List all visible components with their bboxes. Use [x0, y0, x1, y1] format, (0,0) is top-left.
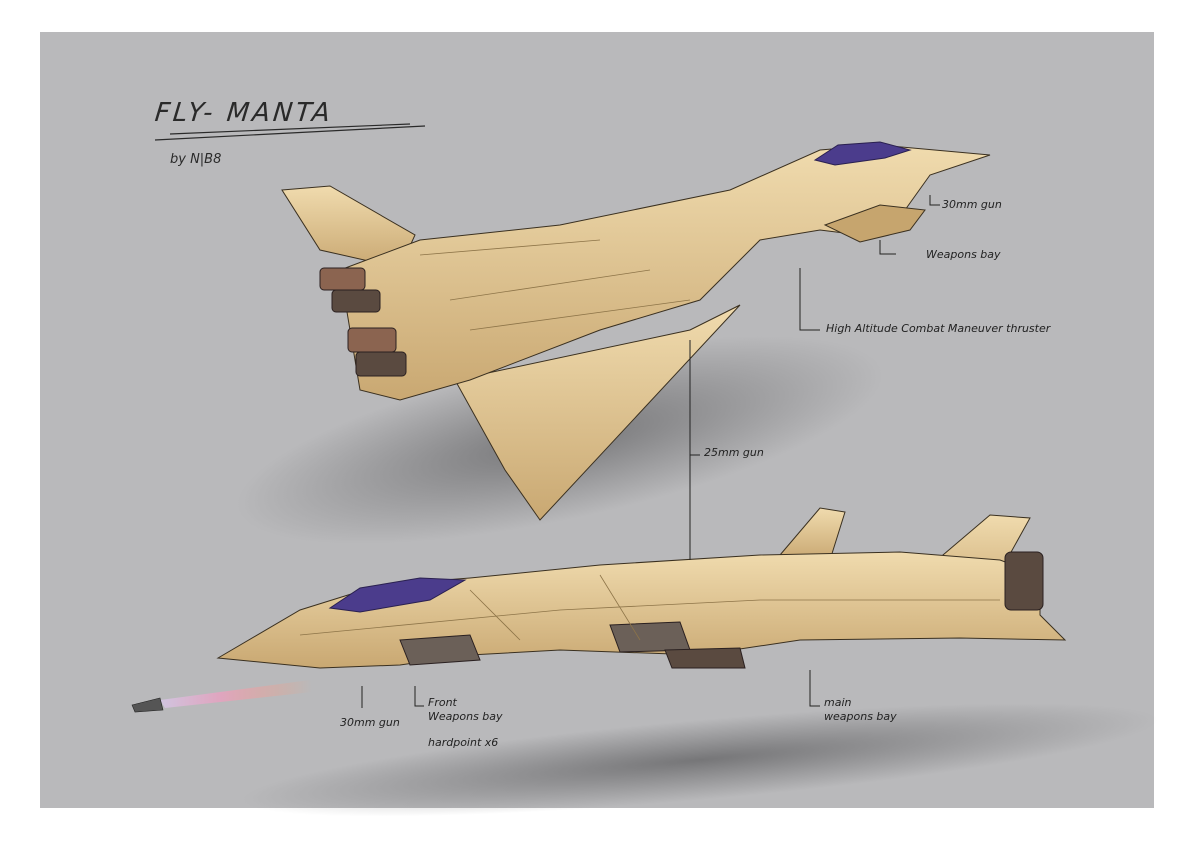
label-thruster: High Altitude Combat Maneuver thruster	[826, 322, 1051, 335]
missile-with-trail	[131, 680, 312, 713]
shadow-bottom-aircraft	[241, 703, 1159, 817]
label-main-bay-line2: weapons bay	[824, 710, 897, 723]
top-aircraft-view	[281, 141, 991, 521]
label-30mm-gun-top: 30mm gun	[942, 198, 1002, 211]
label-main-bay-line1: main	[824, 696, 852, 709]
label-25mm-gun: 25mm gun	[704, 446, 764, 459]
page-title: FLY- MANTA	[153, 98, 335, 128]
label-weapons-bay-top: Weapons bay	[926, 248, 1001, 261]
label-front-bay-line2: Weapons bay	[428, 710, 503, 723]
label-hardpoint: hardpoint x6	[428, 736, 499, 749]
label-front-bay-line1: Front	[428, 696, 457, 709]
callout-lines	[361, 195, 940, 708]
title-underline	[154, 123, 426, 141]
bottom-aircraft-view	[216, 507, 1067, 669]
author-signature: by N|B8	[170, 152, 222, 167]
label-30mm-gun-bottom: 30mm gun	[340, 716, 400, 729]
